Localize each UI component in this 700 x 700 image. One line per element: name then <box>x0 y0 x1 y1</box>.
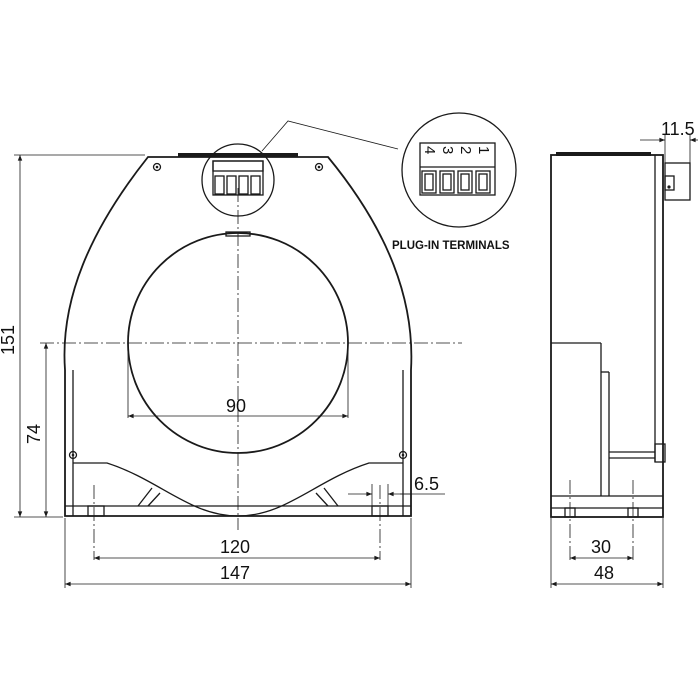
screw-icon <box>68 162 408 460</box>
pin-label: 2 <box>457 146 474 154</box>
pin-label: 4 <box>421 146 438 154</box>
side-view <box>550 152 691 562</box>
dimension-label: 74 <box>24 424 44 444</box>
side-body <box>550 154 664 518</box>
housing-outline <box>63 156 413 517</box>
dimension-label: 90 <box>226 396 246 416</box>
terminal-zoom: 4 3 2 1 PLUG-IN TERMINALS <box>392 112 517 252</box>
dimension-label: 11.5 <box>661 119 695 139</box>
dimension-label: 120 <box>220 537 250 557</box>
dimension-label: 6.5 <box>414 474 439 494</box>
front-dimensions: 151 74 90 120 147 6.5 <box>0 154 445 588</box>
plug-in-terminals-label: PLUG-IN TERMINALS <box>392 240 510 252</box>
dimension-label: 30 <box>591 537 611 557</box>
side-dimensions: 11.5 30 48 <box>550 119 698 588</box>
lower-body-curve <box>73 462 403 517</box>
pin-label: 1 <box>475 146 492 154</box>
dimension-label: 48 <box>594 563 614 583</box>
dimension-label: 151 <box>0 325 18 355</box>
terminal-zoom-circle <box>401 112 517 228</box>
dimension-label: 147 <box>220 563 250 583</box>
pin-label: 3 <box>439 146 456 154</box>
